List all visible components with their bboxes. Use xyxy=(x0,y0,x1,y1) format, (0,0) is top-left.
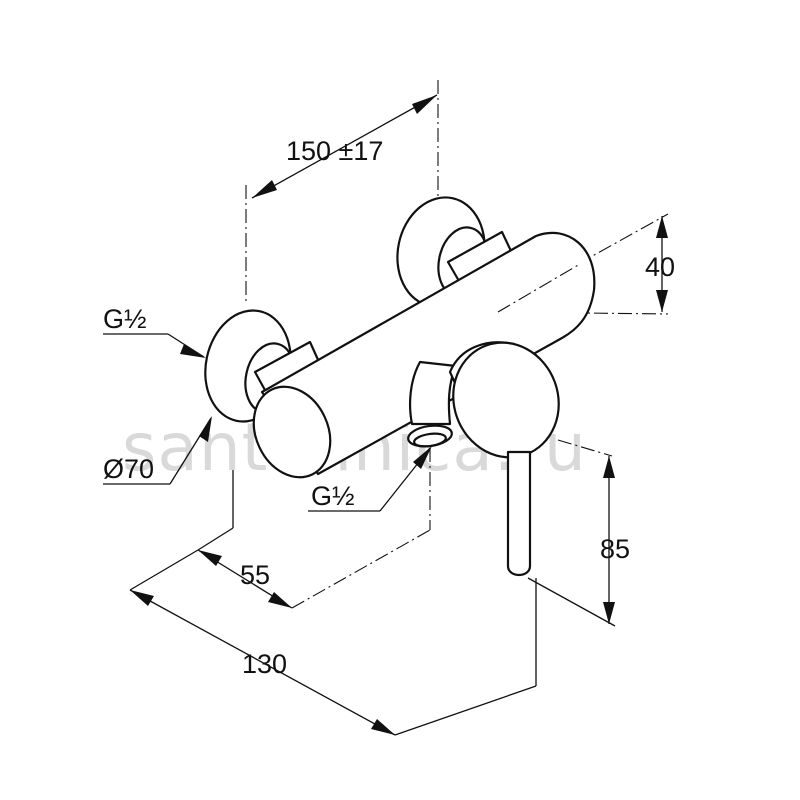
faucet-body xyxy=(204,196,596,577)
control-knob xyxy=(448,341,560,459)
dimension-lines xyxy=(103,80,669,736)
main-cylinder xyxy=(252,231,596,479)
outlet-spout xyxy=(407,360,458,448)
outlet-thread-label: G½ xyxy=(311,481,355,511)
lever-handle xyxy=(506,450,532,577)
dim-85-label: 85 xyxy=(600,534,630,564)
dim-55-label: 55 xyxy=(240,560,270,590)
dim-150-label: 150 ±17 xyxy=(286,136,383,166)
rosette-diameter-label: Ø70 xyxy=(103,454,154,484)
dimension-labels: 150 ±17 40 G½ Ø70 G½ 55 130 85 xyxy=(103,136,675,679)
dim-40-label: 40 xyxy=(645,252,675,282)
inlet-thread-label: G½ xyxy=(103,304,147,334)
dim-130-label: 130 xyxy=(242,649,287,679)
